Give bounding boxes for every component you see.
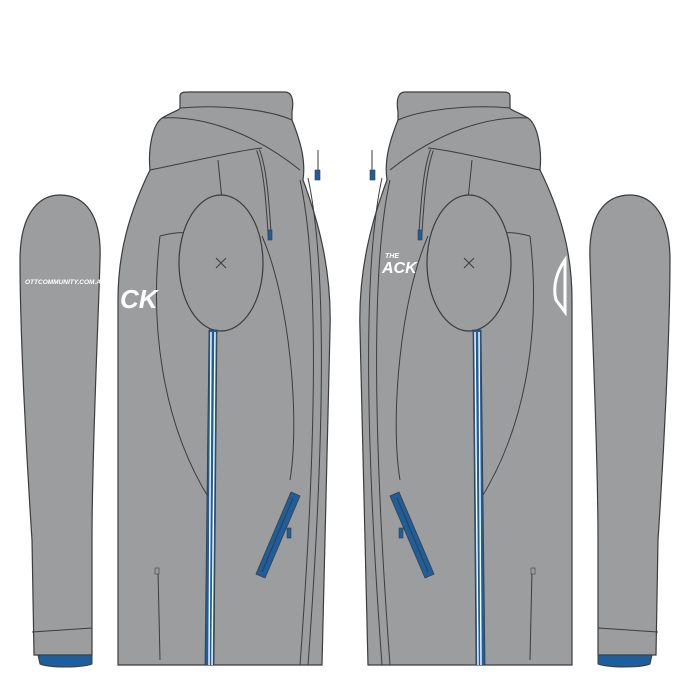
- right-body-print-top: THE: [385, 253, 399, 260]
- sleeve-logo-icon: [553, 255, 567, 317]
- left-sleeve: [19, 194, 101, 668]
- left-body-print: CK: [120, 284, 160, 314]
- right-body-print-bottom: ACK: [381, 260, 418, 277]
- right-body-view: [357, 90, 574, 667]
- sleeve-website-text: OTTCOMMUNITY.COM.AU: [25, 279, 106, 286]
- left-body-view: [116, 90, 333, 667]
- right-sleeve: [589, 194, 671, 668]
